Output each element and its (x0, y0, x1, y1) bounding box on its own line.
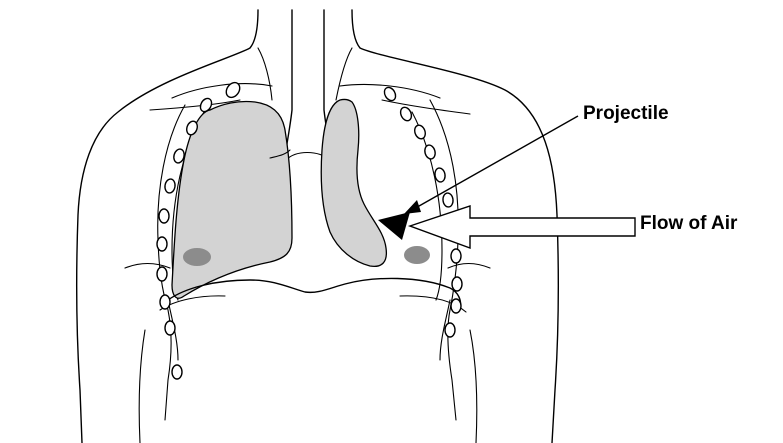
clavicles (150, 84, 470, 114)
rib-oval (160, 295, 170, 309)
neck-left (258, 48, 272, 100)
flow-of-air-label: Flow of Air (640, 214, 737, 233)
rib-oval (164, 178, 176, 193)
rib-oval (451, 249, 461, 263)
rib-oval (413, 124, 427, 141)
projectile-pointer-arrowhead (404, 200, 421, 214)
rib-oval (157, 267, 167, 281)
rib-oval (423, 144, 436, 160)
left-base-spot (183, 248, 211, 266)
projectile-label: Projectile (583, 104, 669, 123)
rib-oval (451, 299, 461, 313)
neck-right (336, 48, 352, 100)
rib-oval (223, 80, 242, 100)
right-lung-collapsed (321, 99, 386, 266)
rib-oval (399, 106, 414, 123)
rib-oval (157, 237, 167, 251)
rib-oval (159, 209, 169, 223)
projectile-pointer-line (412, 116, 578, 210)
air-flow-arrow-icon (410, 206, 635, 248)
rib-oval (165, 321, 175, 335)
rib-oval (452, 277, 462, 291)
abdomen-contours (139, 330, 477, 443)
right-base-spot (404, 246, 430, 264)
rib-oval (445, 323, 455, 337)
rib-oval (442, 193, 453, 208)
rib-oval (172, 365, 182, 379)
